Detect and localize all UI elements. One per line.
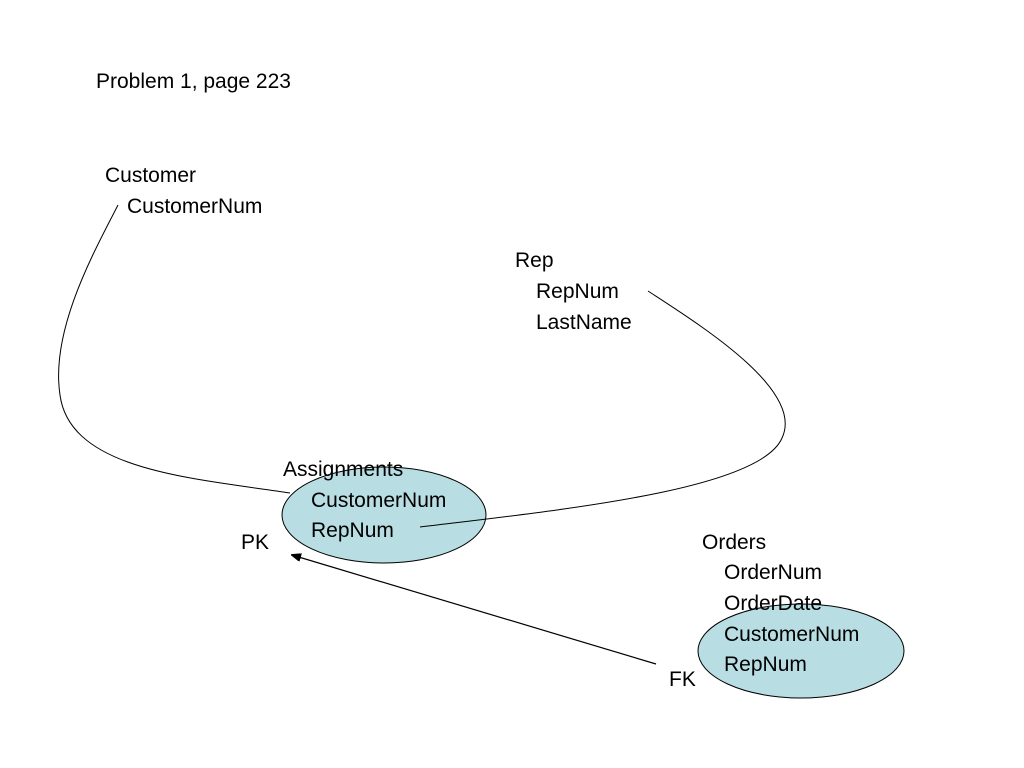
rep-entity-name: Rep — [515, 249, 554, 272]
orders-field-customernum: CustomerNum — [724, 623, 860, 646]
rep-field-repnum: RepNum — [536, 280, 619, 303]
pk-label: PK — [241, 531, 270, 554]
fk-label: FK — [669, 668, 696, 691]
orders-field-repnum: RepNum — [724, 653, 807, 676]
rep-field-lastname: LastName — [536, 311, 632, 334]
assignments-entity-name: Assignments — [283, 458, 404, 481]
fk-to-pk-arrow — [292, 555, 657, 665]
assignments-key-highlight — [281, 466, 487, 564]
customer-field-customernum: CustomerNum — [127, 195, 263, 218]
customer-to-assignments-line — [58, 204, 291, 494]
orders-field-orderdate: OrderDate — [724, 592, 823, 615]
customer-entity-name: Customer — [105, 164, 197, 187]
assignments-field-customernum: CustomerNum — [311, 489, 447, 512]
rep-to-assignments-line — [419, 290, 786, 528]
orders-key-highlight — [697, 603, 905, 699]
assignments-field-repnum: RepNum — [311, 519, 394, 542]
orders-entity-name: Orders — [702, 531, 767, 554]
page-title: Problem 1, page 223 — [96, 70, 291, 93]
orders-field-ordernum: OrderNum — [724, 561, 823, 584]
